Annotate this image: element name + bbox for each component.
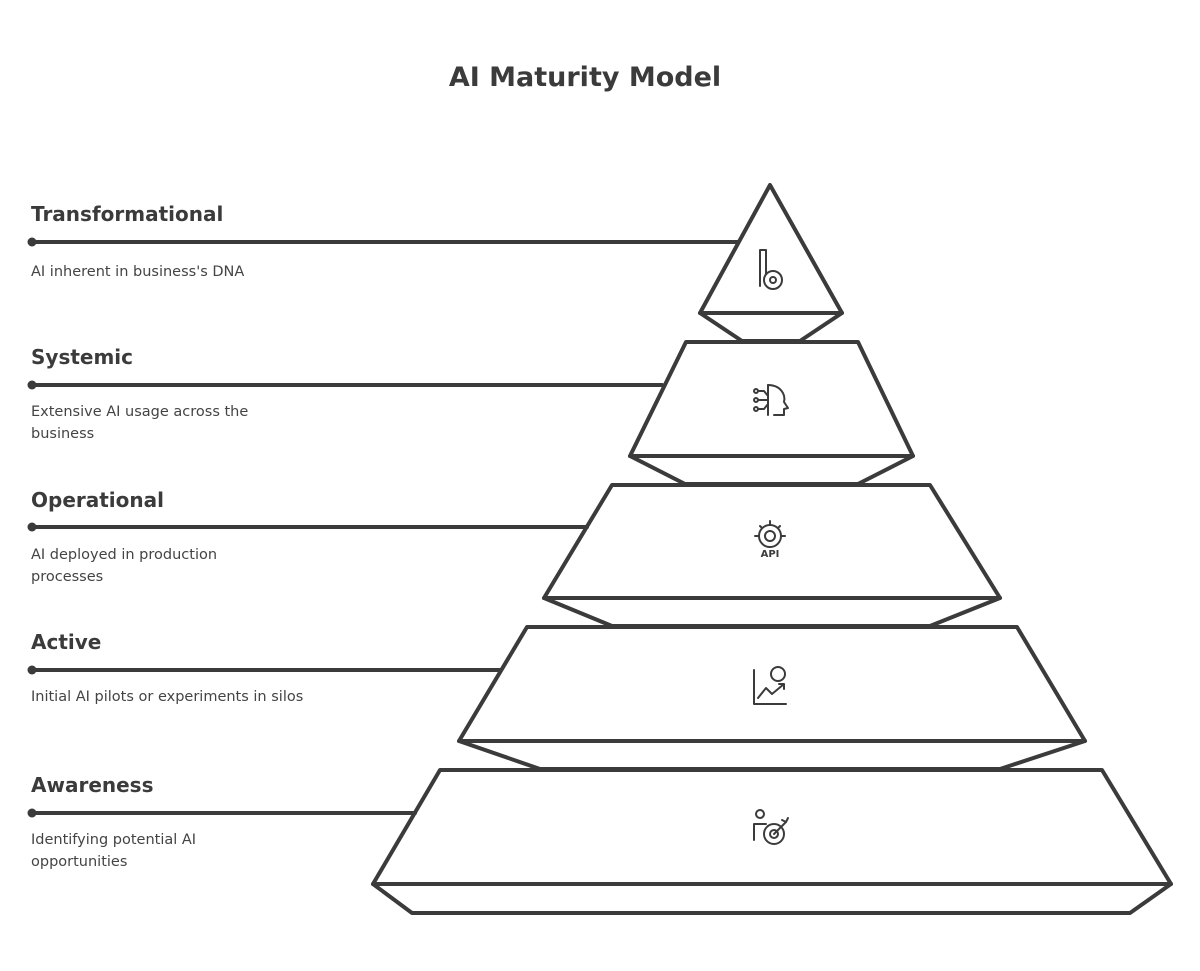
level-title-transformational: Transformational xyxy=(31,202,224,226)
level-description-systemic: Extensive AI usage across the business xyxy=(31,404,249,442)
pyramid-bevel-active xyxy=(457,739,1087,771)
diagram-title: AI Maturity Model xyxy=(448,62,722,93)
level-description-operational: AI deployed in production processes xyxy=(31,547,218,585)
level-title-operational: Operational xyxy=(31,488,164,512)
level-description-active: Initial AI pilots or experiments in silo… xyxy=(31,689,304,705)
pyramid-bevel-systemic xyxy=(628,454,915,486)
ai-head-icon xyxy=(753,384,789,416)
pyramid-level-systemic xyxy=(628,340,915,458)
connector-dots xyxy=(27,237,37,818)
level-title-awareness: Awareness xyxy=(31,773,154,797)
level-description-awareness: Identifying potential AI opportunities xyxy=(31,832,197,870)
pyramid-level-transformational xyxy=(698,183,844,315)
svg-text:API: API xyxy=(761,549,780,560)
connector-lines xyxy=(30,240,740,815)
level-title-systemic: Systemic xyxy=(31,345,134,369)
level-description-transformational: AI inherent in business's DNA xyxy=(31,264,245,280)
pyramid-bevel-operational xyxy=(542,596,1002,628)
pyramid-level-active xyxy=(457,625,1087,743)
level-title-active: Active xyxy=(31,630,102,654)
api-gear-icon: API xyxy=(754,520,786,560)
pyramid-level-awareness xyxy=(371,768,1173,886)
brain-circuit-icon xyxy=(759,249,783,290)
pyramid-bevel-awareness xyxy=(371,882,1173,915)
person-target-icon xyxy=(753,809,789,845)
chart-question-icon xyxy=(753,666,787,705)
pyramid-bevel-transformational xyxy=(698,311,844,343)
